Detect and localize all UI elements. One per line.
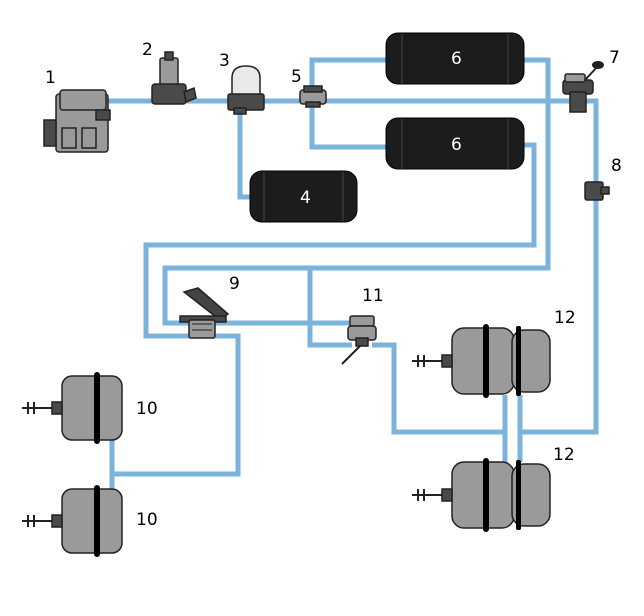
pipe-valve-to-tank-top [309,57,390,92]
pipe-foot-to-front-chambers [109,333,241,477]
relay-valve: 8 [584,156,622,201]
label-4: 4 [300,188,311,208]
spring-brake-chamber-top: 12 [412,308,576,398]
rear-relay-valve: 11 [341,286,384,365]
spring-brake-chamber-bottom: 12 [412,445,575,532]
label-6-bottom: 6 [451,135,462,155]
label-3: 3 [219,51,230,71]
pressure-regulator: 2 [142,40,197,105]
label-7: 7 [609,48,620,68]
label-12-bottom: 12 [553,445,575,465]
parking-brake-valve: 7 [562,48,620,113]
label-9: 9 [229,274,240,294]
pipe-tank-top-return [162,57,551,326]
label-1: 1 [45,68,56,88]
compressor: 1 [43,68,111,153]
label-10-top: 10 [136,399,158,419]
pipe-dryer-to-aux-tank [237,108,252,200]
pipe-relay8-down [517,200,599,462]
label-11: 11 [362,286,384,306]
pipe-tank-bottom-return [143,142,537,339]
foot-brake-valve: 9 [179,274,240,339]
label-5: 5 [291,67,302,87]
main-air-tank-bottom: 6 [385,117,525,170]
air-lines [108,57,599,490]
label-6-top: 6 [451,49,462,69]
label-10-bottom: 10 [136,510,158,530]
pipe-valve-to-tank-bottom [309,108,390,150]
pipe-valve-main-line [325,98,599,185]
four-circuit-protection-valve: 5 [291,67,327,108]
pipe-relay-to-rear [372,342,508,462]
air-dryer: 3 [219,51,265,115]
auxiliary-air-tank: 4 [249,170,358,223]
label-8: 8 [611,156,622,176]
main-air-tank-top: 6 [385,32,525,85]
label-12-top: 12 [554,308,576,328]
front-brake-chamber-top: 10 [22,372,158,444]
front-brake-chamber-bottom: 10 [22,485,158,557]
label-2: 2 [142,40,153,60]
pipe-center-drop [307,268,352,348]
